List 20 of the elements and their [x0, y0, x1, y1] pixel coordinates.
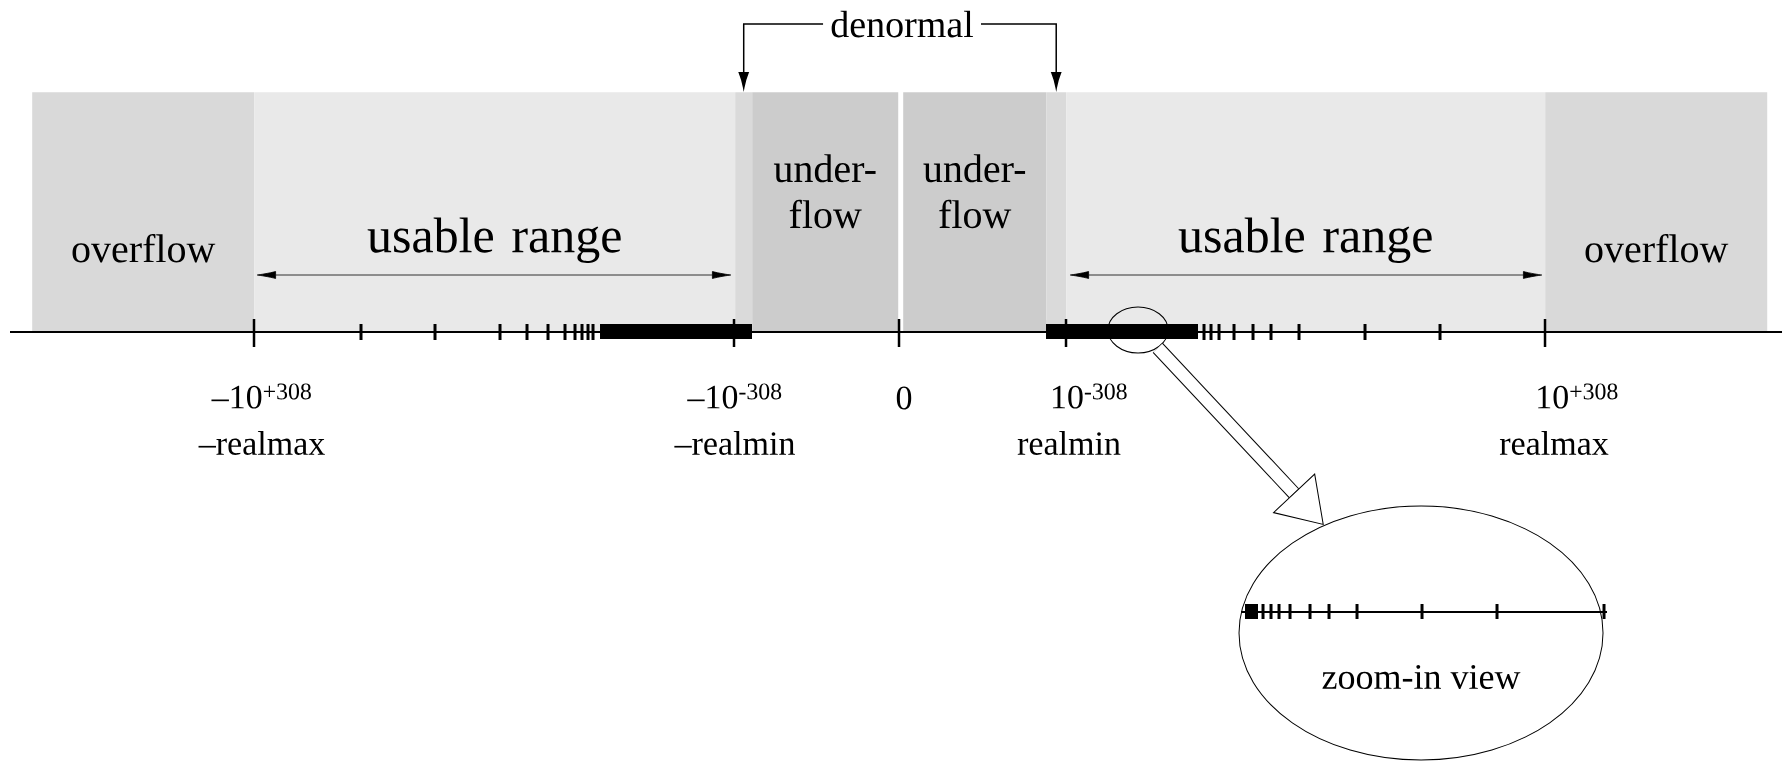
usable-range-region: usable range	[254, 92, 736, 333]
tick-label: –10$^{+308}$	[211, 383, 311, 409]
tick-label: 10$^{+308}$	[1538, 383, 1618, 409]
underflow-region: under- flow	[903, 92, 1047, 333]
tick-label: –10$^{-308}$	[687, 383, 782, 409]
zoom-ellipse	[1107, 306, 1169, 354]
overflow-region: overflow	[1545, 92, 1768, 333]
tick-label: –realmax	[198, 431, 325, 455]
tick-label: 0	[896, 386, 912, 410]
arrow	[980, 23, 1062, 89]
region-label: denormal	[831, 10, 973, 38]
tick-label: realmin	[1017, 431, 1121, 455]
usable-range-region: usable range	[1066, 92, 1546, 333]
tick-label: –realmin	[674, 431, 795, 455]
callout-arrow	[1152, 343, 1324, 525]
overflow-region: overflow	[32, 92, 255, 333]
tick-label: 10$^{-308}$	[1052, 383, 1127, 409]
tick-label: realmax	[1499, 431, 1609, 455]
underflow-region: under- flow	[752, 92, 899, 333]
arrow	[738, 23, 824, 89]
